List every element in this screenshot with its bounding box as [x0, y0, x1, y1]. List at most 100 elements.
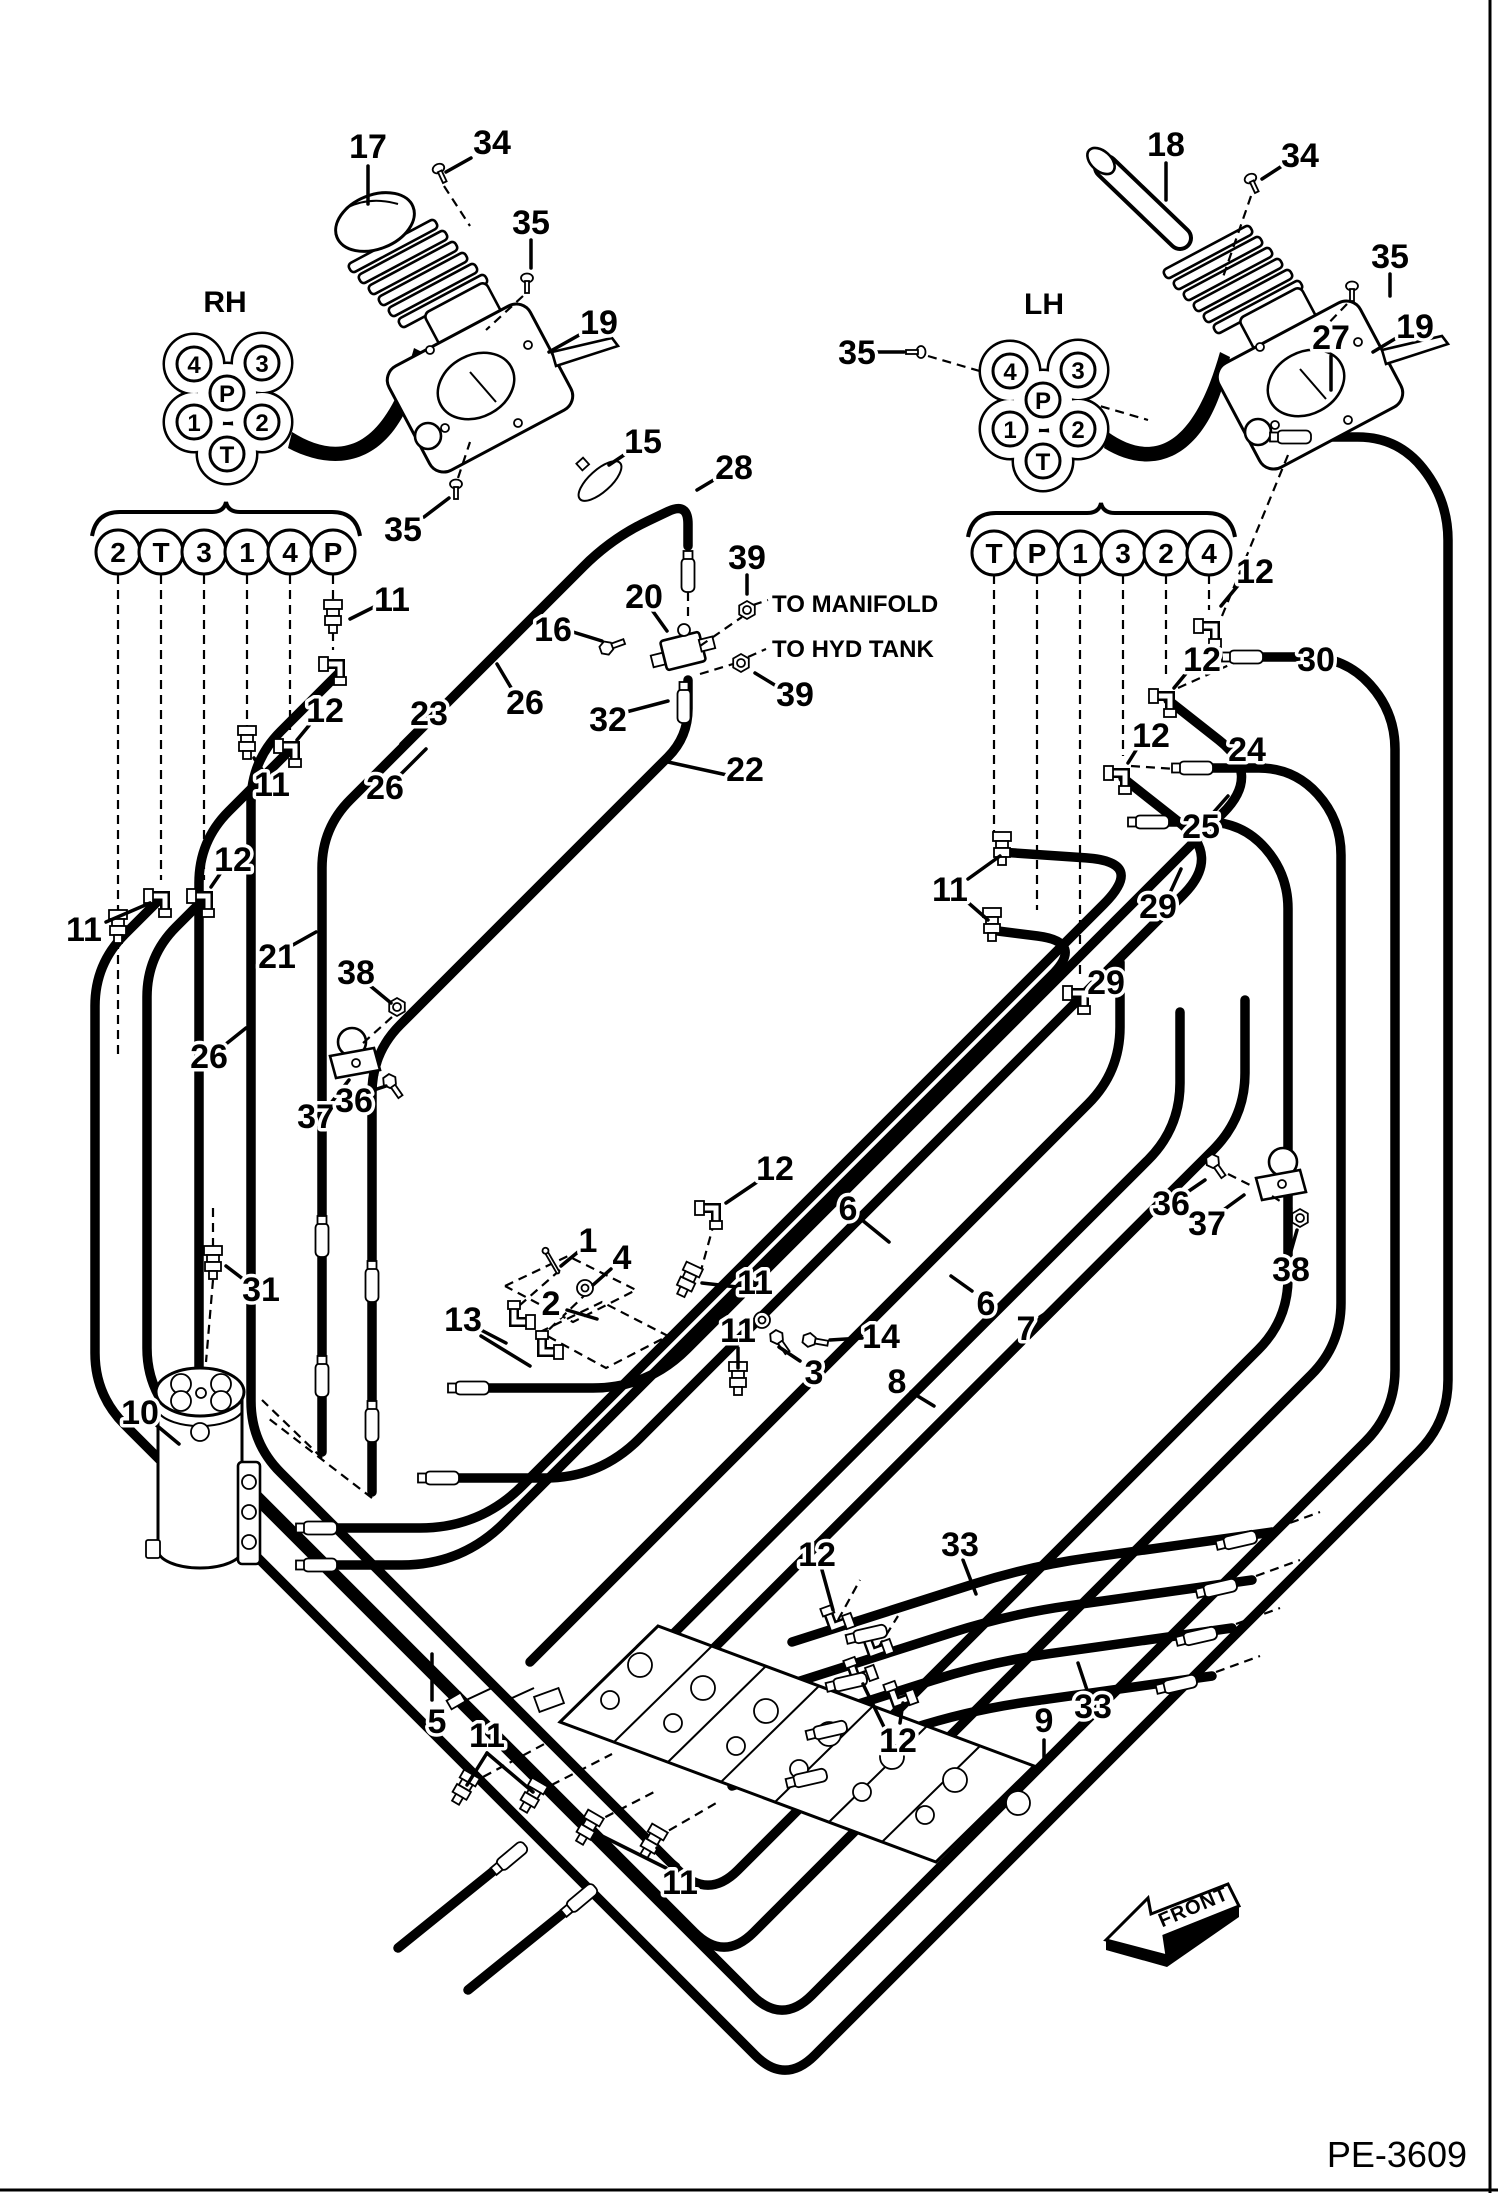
sleeve-fitting — [676, 681, 692, 724]
callout-30: 30 — [1265, 638, 1338, 683]
dashed-line-31 — [267, 1417, 373, 1499]
callout-6: 6 — [949, 1274, 999, 1327]
callout-27: 27 — [1309, 316, 1353, 392]
straight-fitting — [518, 1776, 550, 1814]
straight-fitting — [108, 909, 128, 944]
hose-h5-path — [317, 503, 693, 1457]
callout-38: 38 — [334, 951, 393, 1005]
callout-11: 11 — [465, 1714, 535, 1794]
bolt-fitting — [598, 638, 627, 656]
elbow-fitting — [507, 1300, 536, 1330]
hose-h10-path — [467, 695, 1247, 1393]
dashed-line-30 — [261, 1399, 323, 1459]
dashed-line-23 — [747, 647, 767, 659]
callout-label-11: 11 — [66, 911, 102, 949]
joystick-lh-bellows — [1162, 224, 1304, 335]
callout-34: 34 — [444, 121, 514, 174]
callout-25: 25 — [1179, 794, 1230, 850]
cluster-port-P: P — [1035, 388, 1051, 415]
elbow-fitting — [273, 738, 302, 768]
callout-label-8: 8 — [888, 1363, 907, 1401]
callout-label-33: 33 — [1074, 1688, 1112, 1726]
nut-fitting — [1291, 1207, 1309, 1229]
fitting-layer — [108, 162, 1359, 1919]
callout-label-35: 35 — [838, 334, 876, 372]
straight-fitting — [992, 831, 1012, 866]
callout-label-19: 19 — [1396, 308, 1434, 346]
callout-label-15: 15 — [624, 423, 662, 461]
cluster-arrow-lh — [1104, 352, 1230, 462]
elbow-fitting — [1193, 618, 1222, 648]
callout-33: 33 — [938, 1523, 982, 1596]
row-port-2: 2 — [110, 537, 126, 568]
callout-label-35: 35 — [384, 511, 422, 549]
callout-label-10: 10 — [121, 1394, 159, 1432]
elbow-fitting — [1148, 688, 1177, 718]
callout-label-12: 12 — [1236, 553, 1274, 591]
clamp-left — [328, 1026, 382, 1080]
callout-label-12: 12 — [798, 1536, 836, 1574]
callout-13: 13 — [441, 1298, 532, 1368]
callout-12: 12 — [795, 1533, 839, 1612]
callout-26: 26 — [495, 662, 547, 726]
callout-3: 3 — [777, 1345, 827, 1396]
joystick-rh-knob — [334, 191, 416, 253]
callout-label-2: 2 — [542, 1285, 561, 1323]
dashed-line-27 — [1271, 1195, 1295, 1211]
callout-12: 12 — [861, 1682, 920, 1764]
callout-label-22: 22 — [726, 751, 764, 789]
sleeve-fitting — [1127, 814, 1170, 830]
callout-label-23: 23 — [410, 695, 448, 733]
callout-23: 23 — [399, 692, 451, 746]
callout-label-12: 12 — [306, 692, 344, 730]
hose-h4-path — [246, 667, 1293, 1890]
callout-label-35: 35 — [512, 204, 550, 242]
callout-label-29: 29 — [1139, 888, 1177, 926]
callout-35: 35 — [381, 496, 451, 553]
dashed-line-14 — [443, 185, 471, 227]
sleeve-fitting — [680, 550, 696, 593]
elbow-fitting — [186, 888, 215, 918]
sleeve-fitting — [804, 1719, 848, 1741]
mount-bracket-lh — [1215, 299, 1451, 471]
callout-29: 29 — [1084, 942, 1133, 1006]
row-port-2: 2 — [1158, 538, 1174, 569]
bolt-fitting — [1205, 1153, 1227, 1180]
screw-fitting — [1345, 280, 1359, 302]
callout-11: 11 — [348, 578, 413, 623]
nut-fitting — [388, 996, 406, 1018]
elbow-fitting — [535, 1330, 564, 1360]
row-port-4: 4 — [1201, 538, 1217, 569]
cluster-title-lh: LH — [1024, 288, 1064, 321]
cluster-port-3: 3 — [1071, 358, 1084, 385]
callout-label-37: 37 — [1188, 1205, 1226, 1243]
callout-7: 7 — [1013, 1300, 1065, 1352]
sleeve-fitting — [314, 1355, 330, 1398]
callout-10: 10 — [118, 1391, 181, 1446]
callout-label-29: 29 — [1087, 964, 1125, 1002]
callout-label-6: 6 — [839, 1190, 858, 1228]
dashed-line-48 — [837, 1579, 861, 1621]
sleeve-fitting — [295, 1520, 338, 1536]
dashed-line-19 — [927, 354, 1149, 422]
sleeve-fitting — [417, 1470, 460, 1486]
callout-39: 39 — [753, 671, 817, 718]
callout-20: 20 — [622, 575, 669, 633]
callout-label-21: 21 — [258, 938, 296, 976]
dashed-line-43 — [1235, 1606, 1281, 1626]
callout-12: 12 — [1172, 638, 1224, 690]
row-brace — [966, 502, 1237, 538]
straight-fitting — [675, 1260, 705, 1299]
callout-label-14: 14 — [862, 1318, 900, 1356]
row-port-P: P — [324, 537, 343, 568]
callout-label-26: 26 — [366, 769, 404, 807]
sleeve-fitting — [1269, 429, 1312, 445]
sleeve-fitting — [489, 1841, 529, 1877]
callout-label-11: 11 — [254, 766, 290, 804]
straight-fitting — [203, 1245, 223, 1280]
cluster-port-1: 1 — [1003, 417, 1016, 444]
dashed-line-46 — [1177, 659, 1239, 690]
dashed-line-24 — [361, 1016, 393, 1045]
